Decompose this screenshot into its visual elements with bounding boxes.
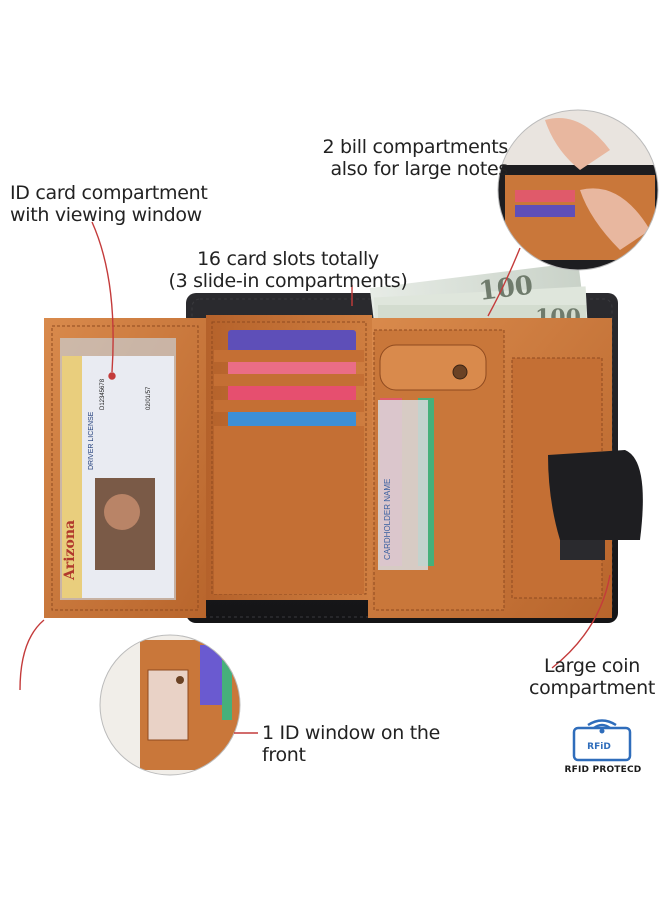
callout-id-card: ID card compartment with viewing window (10, 182, 210, 226)
license-expiry: 02/01/57 (146, 386, 152, 410)
callout-card-slots-line1: 16 card slots totally (197, 248, 379, 270)
callout-id-window: 1 ID window on the front (262, 722, 441, 766)
card-holder-text: CARDHOLDER NAME (383, 479, 392, 560)
callout-card-slots: 16 card slots totally (3 slide-in compar… (168, 248, 408, 292)
callout-coin: Large coin compartment (526, 655, 658, 699)
license-type: DRIVER LICENSE (88, 411, 95, 470)
callout-bill-line1: 2 bill compartments (322, 136, 509, 158)
id-window-detail-circle (99, 634, 241, 776)
svg-text:100: 100 (477, 271, 535, 307)
closure-strap (548, 450, 643, 560)
bill-detail-circle (497, 109, 659, 271)
callout-coin-line2: compartment (529, 677, 655, 699)
callout-card-slots-line2: (3 slide-in compartments) (168, 270, 408, 292)
callout-coin-line1: Large coin (544, 655, 640, 677)
callout-leaders (19, 221, 611, 734)
callout-id-card-line2: with viewing window (10, 204, 202, 226)
callout-id-card-line1: ID card compartment (10, 182, 208, 204)
rfid-caption: RFID PROTECD (564, 765, 642, 775)
card-slot-panel (206, 315, 372, 600)
callout-bill-line2: also for large notes (330, 158, 508, 180)
callout-bill: 2 bill compartments also for large notes (318, 136, 509, 180)
rfid-label: RFiD (587, 742, 611, 752)
id-card-flap: Arizona DRIVER LICENSE D12345678 02/01/5… (44, 318, 206, 618)
rfid-badge (572, 719, 632, 762)
license-state: Arizona (62, 520, 78, 581)
license-number: D12345678 (100, 378, 106, 410)
coin-compartment: CARDHOLDER NAME (368, 318, 612, 618)
